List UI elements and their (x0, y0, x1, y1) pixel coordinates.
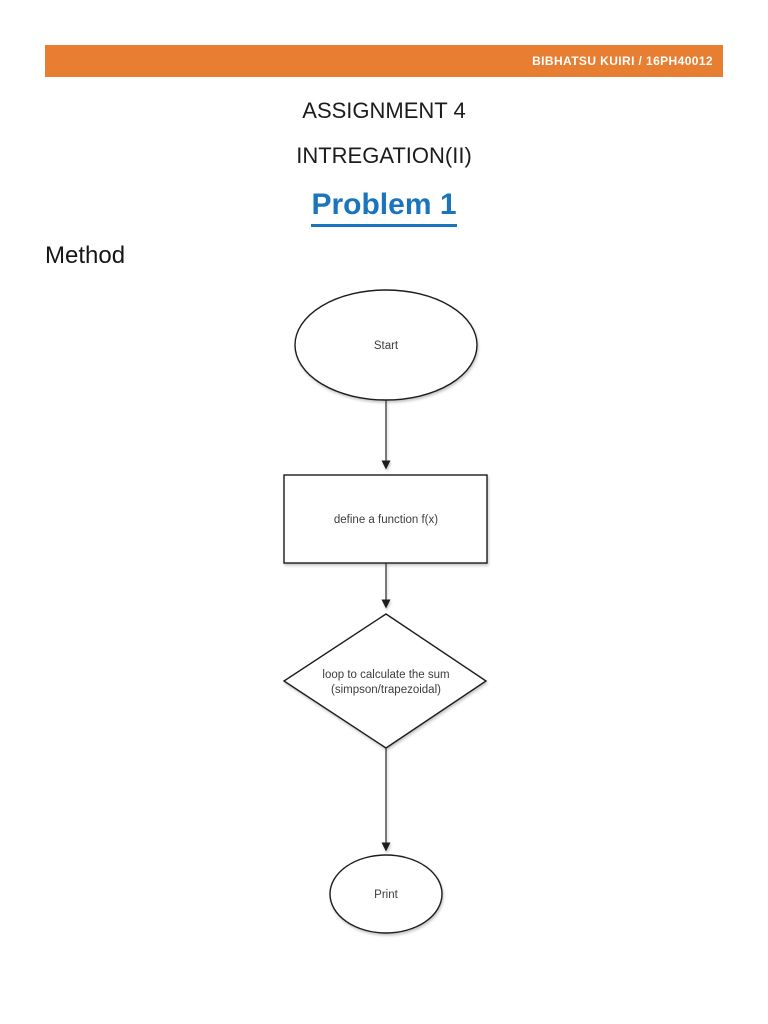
define-node-label: define a function f(x) (334, 514, 438, 526)
flowchart-node-print (329, 854, 443, 934)
problem-heading-row: Problem 1 (0, 188, 768, 227)
assignment-subtitle: INTREGATION(II) (296, 143, 472, 168)
loop-node-label-line1: loop to calculate the sum (322, 669, 449, 681)
assignment-title: ASSIGNMENT 4 (302, 98, 466, 123)
flowchart-node-loop (282, 613, 488, 749)
start-node-label: Start (374, 340, 399, 352)
header-author-text: BIBHATSU KUIRI / 16PH40012 (532, 54, 713, 68)
flowchart-node-define (283, 474, 488, 564)
print-node-label: Print (374, 889, 398, 901)
method-section-heading: Method (45, 242, 126, 269)
loop-node-label-line2: (simpson/trapezoidal) (331, 684, 441, 696)
problem-1-link[interactable]: Problem 1 (311, 188, 457, 227)
page-header-bar: BIBHATSU KUIRI / 16PH40012 (45, 45, 723, 77)
flowchart-node-start (294, 289, 478, 401)
